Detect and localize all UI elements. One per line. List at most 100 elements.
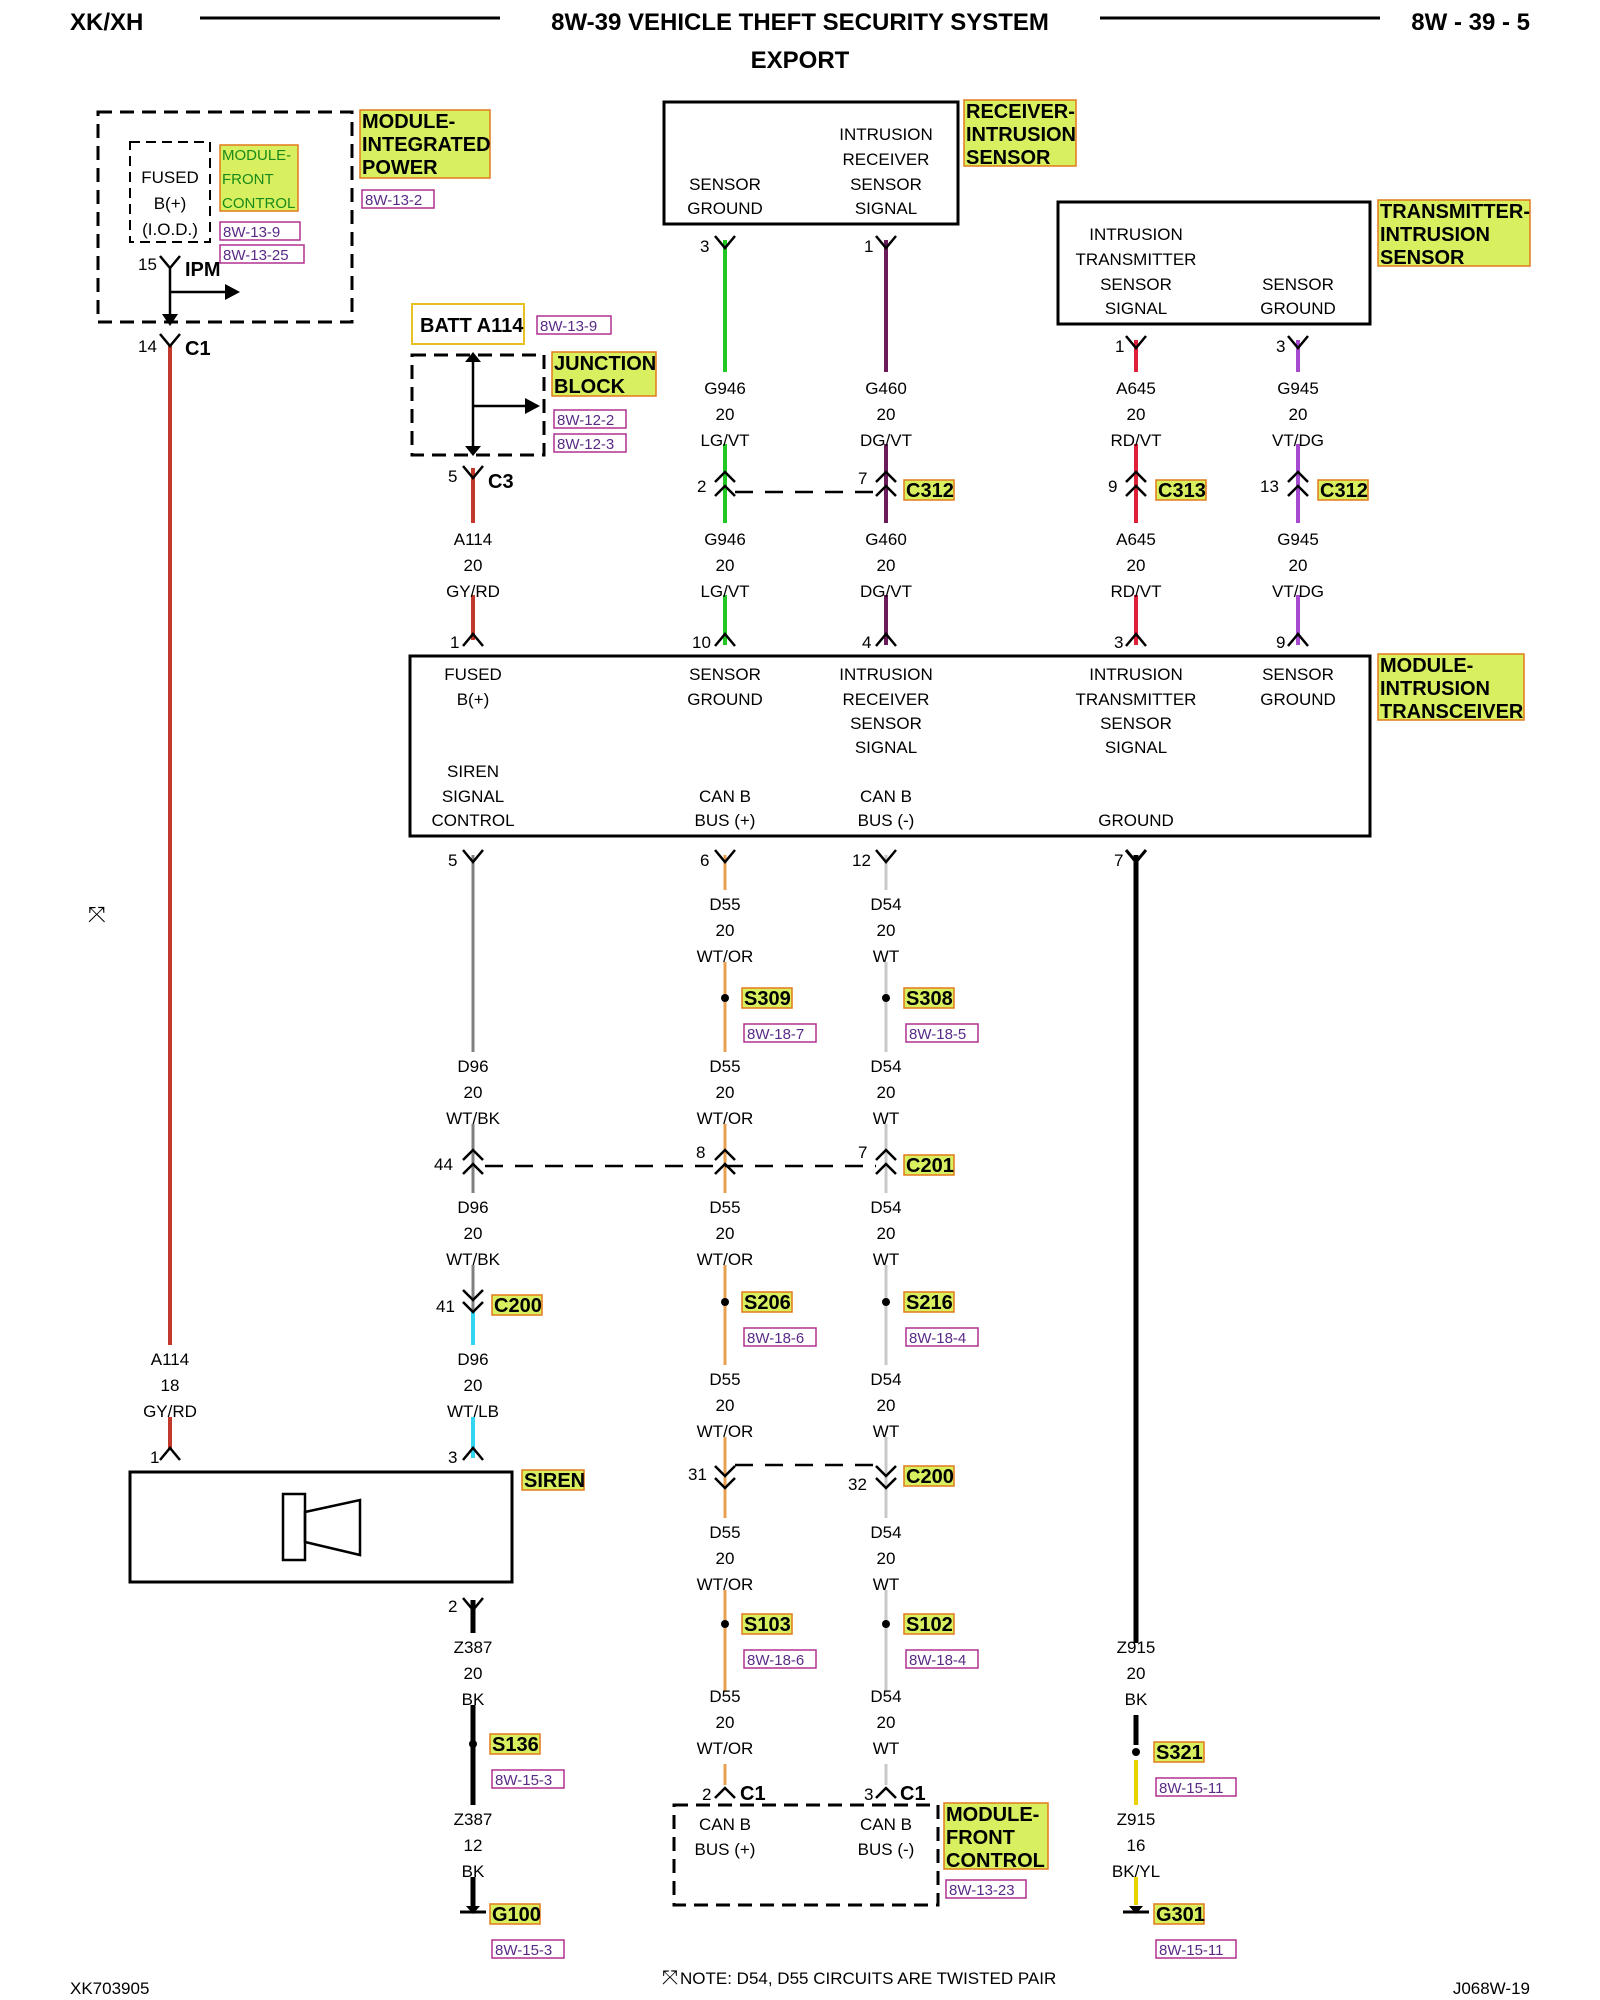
fcm-ref[interactable]: 8W-13-23 [949, 1882, 1015, 1899]
svg-text:D55: D55 [709, 1057, 740, 1076]
ground-g100-ref[interactable]: 8W-15-3 [495, 1942, 552, 1959]
svg-text:RECEIVER: RECEIVER [843, 690, 930, 709]
svg-text:3: 3 [1114, 633, 1123, 652]
svg-text:1: 1 [450, 633, 459, 652]
splice-s102-ref[interactable]: 8W-18-4 [909, 1652, 966, 1669]
transceiver-box [408, 654, 1372, 838]
ground-g301-ref[interactable]: 8W-15-11 [1159, 1942, 1223, 1959]
c312-pin-13: 13 [1260, 477, 1279, 496]
splice-s103-ref[interactable]: 8W-18-6 [747, 1652, 804, 1669]
svg-text:WT/OR: WT/OR [697, 1250, 754, 1269]
tc-title-2: INTRUSION [1380, 678, 1490, 700]
svg-text:20: 20 [877, 921, 896, 940]
svg-text:WT: WT [873, 1109, 899, 1128]
rx-col2-3: SENSOR [850, 175, 922, 194]
svg-text:GY/RD: GY/RD [446, 582, 500, 601]
splice-s136-ref[interactable]: 8W-15-3 [495, 1772, 552, 1789]
ipm-inner-1: FUSED [141, 168, 199, 187]
splice-s321-ref[interactable]: 8W-15-11 [1159, 1780, 1223, 1797]
svg-text:VT/DG: VT/DG [1272, 431, 1324, 450]
rx-pin-3: 3 [700, 237, 709, 256]
svg-text:20: 20 [877, 1713, 896, 1732]
c312-pin-7: 7 [858, 469, 867, 488]
svg-text:TRANSMITTER: TRANSMITTER [1076, 690, 1197, 709]
ground-g100-icon [460, 1906, 486, 1914]
svg-text:Z387: Z387 [454, 1638, 493, 1657]
connector-c1-fcm-b: C1 [900, 1783, 926, 1805]
jb-title-1: JUNCTION [554, 353, 656, 375]
svg-text:20: 20 [877, 1549, 896, 1568]
jb-ref-1[interactable]: 8W-12-2 [557, 412, 614, 429]
tx-title-3: SENSOR [1380, 247, 1465, 269]
ipm-fcm-1: MODULE- [222, 147, 291, 164]
svg-text:5: 5 [448, 851, 457, 870]
svg-text:20: 20 [1127, 1664, 1146, 1683]
ipm-title-2: INTEGRATED [362, 134, 491, 156]
svg-text:SENSOR: SENSOR [1100, 714, 1172, 733]
fcm-title-1: MODULE- [946, 1804, 1039, 1826]
svg-text:G460: G460 [865, 530, 907, 549]
tx-col1-4: SIGNAL [1105, 299, 1167, 318]
tc-title-3: TRANSCEIVER [1380, 701, 1524, 723]
svg-text:WT: WT [873, 1575, 899, 1594]
splice-s216: S216 [906, 1292, 953, 1314]
ipm-fcm-highlight [219, 144, 299, 212]
splice-s216-ref[interactable]: 8W-18-4 [909, 1330, 966, 1347]
fcm-col2-1: CAN B [860, 1815, 912, 1834]
svg-text:WT: WT [873, 1422, 899, 1441]
junction-block-box [410, 353, 546, 457]
svg-text:D96: D96 [457, 1350, 488, 1369]
svg-text:Z387: Z387 [454, 1810, 493, 1829]
splice-s309-ref[interactable]: 8W-18-7 [747, 1026, 804, 1043]
transceiver-labels: FUSED B(+) SENSOR GROUND INTRUSION RECEI… [431, 665, 1335, 830]
svg-text:G946: G946 [704, 530, 746, 549]
svg-text:LG/VT: LG/VT [700, 582, 749, 601]
svg-text:WT/OR: WT/OR [697, 1575, 754, 1594]
connector-c313: C313 [1158, 480, 1206, 502]
svg-text:20: 20 [877, 556, 896, 575]
tx-col2-2: GROUND [1260, 299, 1336, 318]
splice-s308-ref[interactable]: 8W-18-5 [909, 1026, 966, 1043]
svg-text:G460: G460 [865, 379, 907, 398]
tx-pin-3: 3 [1276, 337, 1285, 356]
svg-text:FUSED: FUSED [444, 665, 502, 684]
svg-text:18: 18 [161, 1376, 180, 1395]
ipm-inner-3: (I.O.D.) [142, 220, 198, 239]
c3-pin: 5 [448, 467, 457, 486]
svg-text:BUS (+): BUS (+) [695, 811, 756, 830]
svg-text:D54: D54 [870, 1198, 901, 1217]
batt-ref[interactable]: 8W-13-9 [540, 318, 597, 335]
svg-text:A114: A114 [454, 530, 492, 549]
svg-text:20: 20 [877, 1083, 896, 1102]
svg-text:GROUND: GROUND [1098, 811, 1174, 830]
jb-title-2: BLOCK [554, 376, 626, 398]
svg-text:12: 12 [852, 851, 871, 870]
svg-text:20: 20 [877, 405, 896, 424]
svg-text:G945: G945 [1277, 379, 1319, 398]
jb-ref-2[interactable]: 8W-12-3 [557, 436, 614, 453]
splice-s206: S206 [744, 1292, 791, 1314]
ipm-ref-1[interactable]: 8W-13-9 [223, 224, 280, 241]
splice-s206-ref[interactable]: 8W-18-6 [747, 1330, 804, 1347]
svg-text:G945: G945 [1277, 530, 1319, 549]
svg-text:20: 20 [877, 1224, 896, 1243]
svg-text:20: 20 [1127, 556, 1146, 575]
c201-pin-44: 44 [434, 1155, 453, 1174]
svg-text:20: 20 [716, 1549, 735, 1568]
rx-title-1: RECEIVER- [966, 101, 1075, 123]
ipm-ref-2[interactable]: 8W-13-25 [223, 247, 289, 264]
rx-title-2: INTRUSION [966, 124, 1076, 146]
svg-text:WT: WT [873, 1739, 899, 1758]
connector-c312-b: C312 [1320, 480, 1368, 502]
rx-col2-2: RECEIVER [843, 150, 930, 169]
svg-text:20: 20 [716, 1224, 735, 1243]
fcm-pin-2: 2 [702, 1785, 711, 1804]
ipm-ref[interactable]: 8W-13-2 [365, 192, 422, 209]
tx-col1-1: INTRUSION [1089, 225, 1183, 244]
svg-text:A645: A645 [1116, 379, 1156, 398]
svg-text:INTRUSION: INTRUSION [1089, 665, 1183, 684]
fcm-col1-1: CAN B [699, 1815, 751, 1834]
